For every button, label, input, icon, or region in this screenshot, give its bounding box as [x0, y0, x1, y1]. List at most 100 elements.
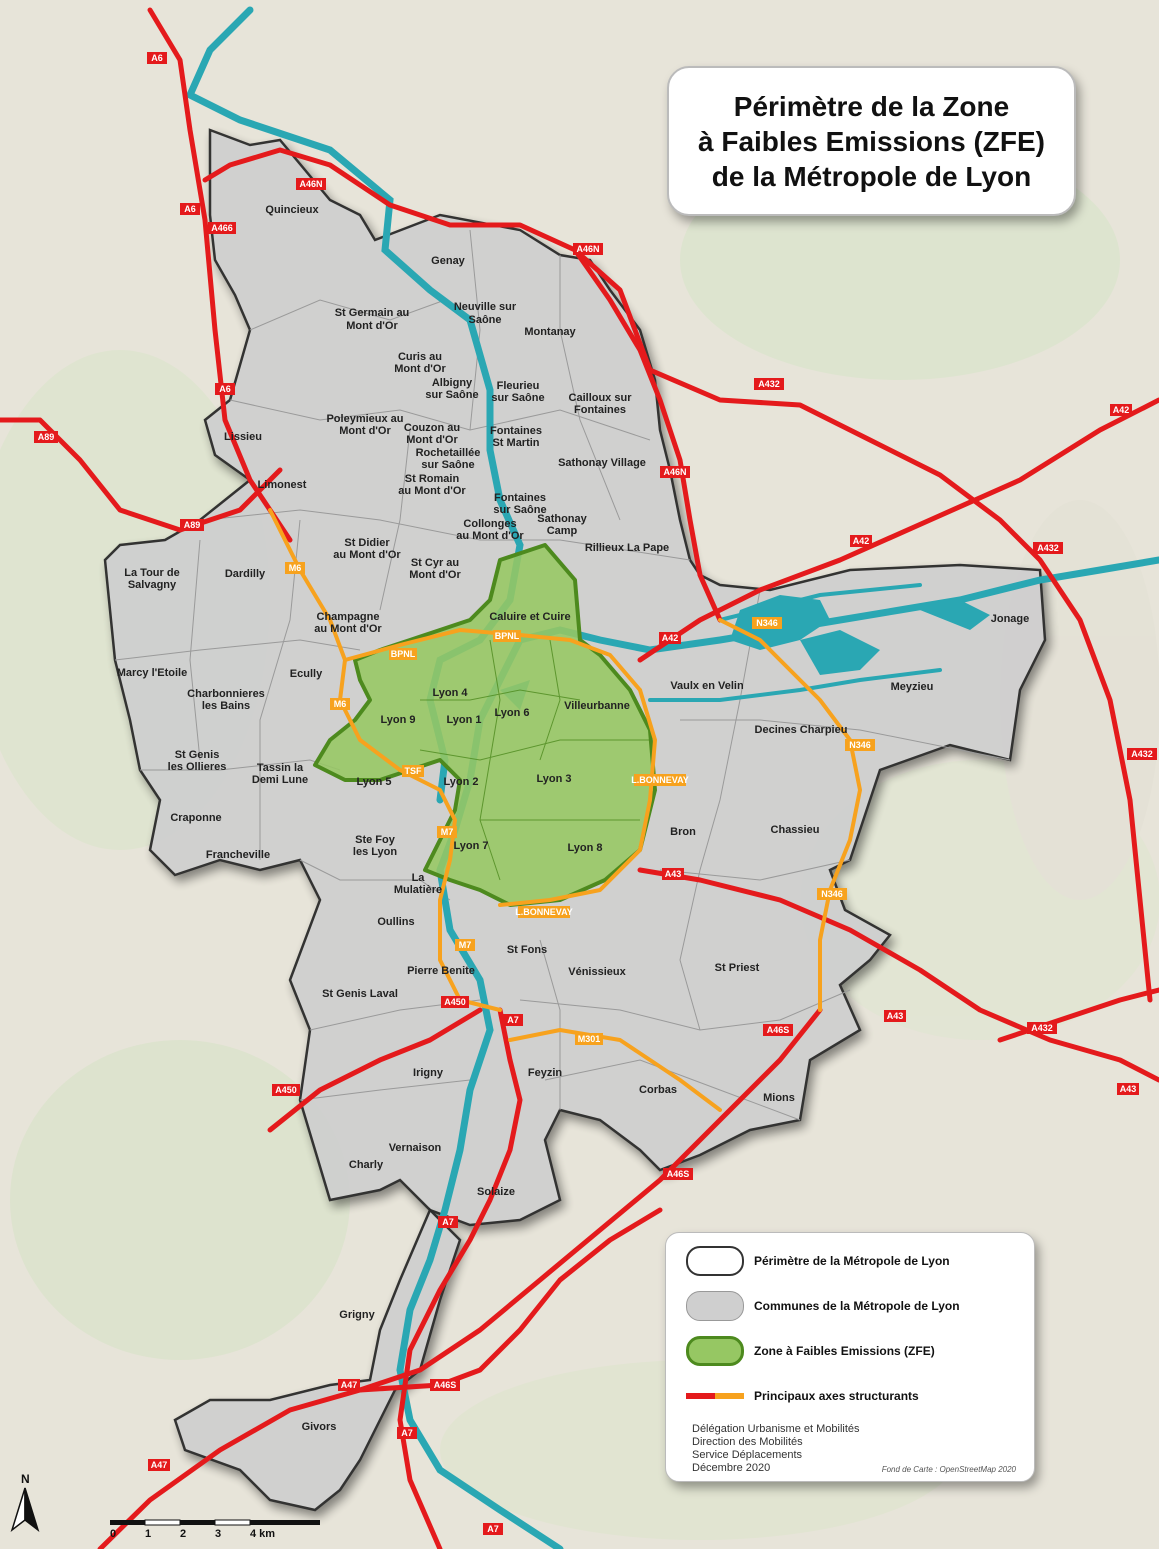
credit-line-3: Service Déplacements	[692, 1449, 803, 1461]
svg-text:A7: A7	[507, 1015, 519, 1025]
road-label-a432-1: A432	[754, 378, 784, 390]
svg-text:A7: A7	[442, 1217, 454, 1227]
svg-text:A466: A466	[211, 223, 233, 233]
credit-line-2: Direction des Mobilités	[692, 1436, 803, 1448]
commune-feyzin: Feyzin	[528, 1067, 563, 1079]
svg-text:BPNL: BPNL	[495, 631, 520, 641]
commune-marcy: Marcy l'Etoile	[117, 667, 187, 679]
commune-villeurbanne: Villeurbanne	[564, 700, 630, 712]
svg-text:A46S: A46S	[667, 1169, 690, 1179]
commune-caluire: Caluire et Cuire	[489, 611, 570, 623]
road-label-a47-1: A47	[338, 1379, 360, 1391]
legend-swatch-communes	[686, 1291, 744, 1321]
road-label-a450-2: A450	[272, 1084, 300, 1096]
commune-vaulx: Vaulx en Velin	[670, 680, 744, 692]
svg-text:A6: A6	[151, 53, 163, 63]
svg-text:A42: A42	[1113, 405, 1130, 415]
n346-road	[718, 618, 862, 1012]
commune-cailloux-2: Fontaines	[574, 404, 626, 416]
commune-couzon: Couzon au	[404, 422, 460, 434]
svg-text:A6: A6	[219, 384, 231, 394]
commune-decines: Decines Charpieu	[755, 724, 848, 736]
road-label-tsf: TSF	[402, 765, 424, 777]
commune-la-tour: La Tour de	[124, 567, 179, 579]
commune-st-didier: St Didier	[344, 537, 390, 549]
north-arrow: N	[6, 1472, 44, 1533]
lbonnevay-road	[498, 688, 657, 907]
svg-text:A7: A7	[401, 1428, 413, 1438]
commune-charbonnieres: Charbonnieres	[187, 688, 265, 700]
svg-text:A47: A47	[341, 1380, 358, 1390]
commune-craponne: Craponne	[170, 812, 221, 824]
road-label-a7-2: A7	[438, 1216, 458, 1228]
a46s-road	[357, 1007, 823, 1393]
a43-road	[637, 867, 1159, 1083]
road-label-a42-1: A42	[1110, 404, 1132, 416]
commune-lyon4: Lyon 4	[432, 687, 468, 699]
scale-label-1: 1	[145, 1528, 152, 1540]
svg-text:A42: A42	[853, 536, 870, 546]
commune-curis-2: Mont d'Or	[394, 363, 446, 375]
road-label-a46n-2: A46N	[573, 243, 603, 255]
commune-fontaines-st-martin: Fontaines	[490, 425, 542, 437]
road-label-a89-1: A89	[34, 431, 58, 443]
a432-road	[572, 247, 1153, 1003]
road-labels: A6 A6 A6 A466 A46N A46N A46N A432 A432 A…	[34, 52, 1157, 1535]
road-label-a6-3: A6	[215, 383, 235, 395]
commune-lyon9: Lyon 9	[380, 714, 415, 726]
a6-road	[147, 7, 293, 543]
commune-oullins: Oullins	[377, 916, 414, 928]
commune-ste-foy-2: les Lyon	[353, 846, 397, 858]
road-label-a466: A466	[208, 222, 236, 234]
road-label-a7-1: A7	[503, 1014, 523, 1026]
svg-text:N346: N346	[756, 618, 778, 628]
commune-ste-foy: Ste Foy	[355, 834, 396, 846]
commune-poleymieux-2: Mont d'Or	[339, 425, 391, 437]
svg-text:A432: A432	[758, 379, 780, 389]
commune-mions: Mions	[763, 1092, 795, 1104]
main-roads	[0, 7, 1159, 1549]
road-label-m6-2: M6	[330, 698, 350, 710]
svg-text:A42: A42	[662, 633, 679, 643]
commune-st-priest: St Priest	[715, 962, 760, 974]
commune-curis: Curis au	[398, 351, 442, 363]
svg-text:BPNL: BPNL	[391, 649, 416, 659]
scale-label-3: 3	[215, 1528, 222, 1540]
commune-chassieu: Chassieu	[771, 824, 820, 836]
svg-text:A46S: A46S	[434, 1380, 457, 1390]
commune-la-tour-2: Salvagny	[128, 579, 177, 591]
commune-neuville: Neuville sur	[454, 301, 517, 313]
commune-vernaison: Vernaison	[389, 1142, 442, 1154]
commune-st-cyr: St Cyr au	[411, 557, 459, 569]
commune-genay: Genay	[431, 255, 466, 267]
commune-fontaines-saone-2: sur Saône	[493, 504, 546, 516]
road-label-a7-4: A7	[483, 1523, 503, 1535]
svg-text:N346: N346	[849, 740, 871, 750]
road-label-m7-1: M7	[437, 826, 457, 838]
north-arrow-icon	[10, 1487, 40, 1533]
commune-sathonay-village: Sathonay Village	[558, 457, 646, 469]
commune-boundaries	[114, 229, 1011, 1121]
road-label-n346-1: N346	[752, 617, 782, 629]
commune-neuville-2: Saône	[468, 314, 501, 326]
commune-lyon2: Lyon 2	[443, 776, 478, 788]
scale-label-4: 4 km	[250, 1528, 276, 1540]
road-label-m6-1: M6	[285, 562, 305, 574]
road-label-lbonnevay-2: L.BONNEVAY	[515, 906, 573, 918]
map-title-line-1: Périmètre de la Zone	[733, 90, 1010, 122]
commune-lyon8: Lyon 8	[567, 842, 602, 854]
source-note: Fond de Carte : OpenStreetMap 2020	[881, 1465, 1016, 1474]
commune-grigny: Grigny	[339, 1309, 375, 1321]
svg-text:A43: A43	[1120, 1084, 1137, 1094]
commune-collonges: Collonges	[463, 518, 516, 530]
commune-st-romain-2: au Mont d'Or	[398, 485, 466, 497]
m301-road	[508, 1028, 722, 1112]
m7-road	[398, 768, 502, 1012]
commune-st-germain: St Germain au	[335, 307, 410, 319]
commune-corbas: Corbas	[639, 1084, 677, 1096]
credits-block: Délégation Urbanisme et Mobilités Direct…	[692, 1423, 860, 1475]
commune-labels: Quincieux Genay St Germain au Mont d'Or …	[117, 204, 1030, 1433]
svg-text:TSF: TSF	[405, 766, 423, 776]
road-label-bpnl-1: BPNL	[389, 648, 417, 660]
